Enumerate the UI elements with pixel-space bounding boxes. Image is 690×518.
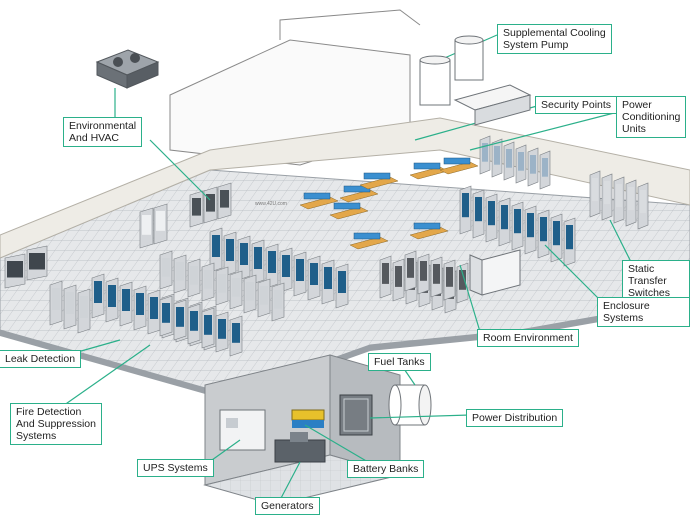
leader-line [304,424,369,463]
hvac-chiller-unit [95,49,160,89]
callout-fuel-tanks: Fuel Tanks [368,353,431,371]
operator-workstation [339,185,379,203]
operator-workstation [359,172,399,190]
dark-rack-row-2 [404,250,469,304]
callout-security-points: Security Points [535,96,618,114]
wall-ac-units [4,245,48,289]
operator-workstation [349,232,389,250]
callout-static-transfer: Static Transfer Switches [622,260,690,302]
leader-line [149,139,211,201]
server-rack-row-4 [159,295,243,357]
operator-workstation [299,192,339,210]
hvac-crac-units [189,182,232,228]
storage-cabinet-row [49,280,91,334]
callout-enclosure-systems: Enclosure Systems [597,297,690,327]
battery-banks [291,409,325,428]
cabinet-units [139,203,168,249]
operator-workstation [439,157,479,175]
leader-line [459,264,482,336]
callout-power-distribution: Power Distribution [466,409,564,427]
operator-workstation [409,222,449,240]
operator-workstation [329,202,369,220]
callout-power-conditioning: Power Conditioning Units [616,96,687,138]
static-transfer-switches [589,170,649,230]
ups-cabinet [219,409,266,451]
watermark-text: www.42U.com [255,201,287,207]
callout-environmental-hvac: Environmental And HVAC [63,117,143,147]
callout-generators: Generators [255,497,320,515]
power-distribution-panel [339,394,373,436]
leader-line [279,461,301,501]
callout-room-environment: Room Environment [477,329,579,347]
fuel-tank [388,384,432,426]
enclosure-rack-row [459,185,576,267]
room-environment-unit [469,249,521,296]
leader-line [544,244,604,304]
main-floor [0,117,690,401]
callout-leak-detection: Leak Detection [0,350,82,368]
leader-line [469,111,619,151]
server-rack-row-3 [159,250,285,322]
leader-line [59,344,151,409]
leader-line [369,414,471,419]
callout-supplemental-cooling: Supplemental Cooling System Pump [497,24,612,54]
callout-battery-banks: Battery Banks [347,460,425,478]
cooling-pump-equipment [419,35,532,126]
callout-ups-systems: UPS Systems [137,459,214,477]
server-rack-row-2 [209,227,349,309]
callout-fire-detection: Fire Detection And Suppression Systems [10,403,102,445]
power-conditioning-units [479,135,551,190]
